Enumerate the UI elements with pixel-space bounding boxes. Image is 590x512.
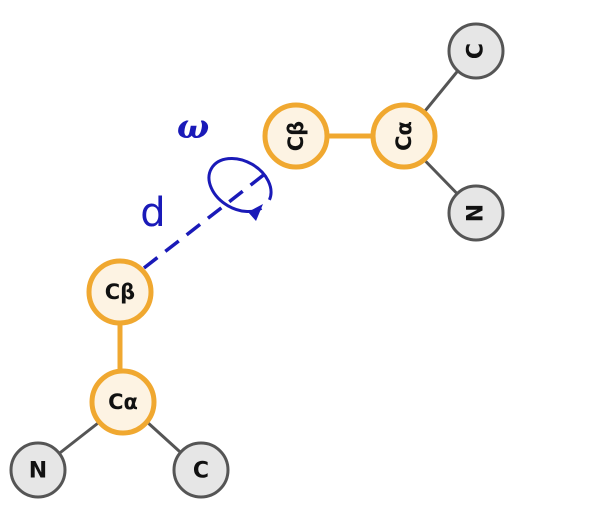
atom-n-residue2: N	[447, 184, 505, 242]
atom-c-residue1: C	[172, 441, 230, 499]
dihedral-omega-arrowhead-icon	[248, 204, 263, 221]
atom-c-residue2-label: C	[464, 43, 489, 59]
atom-n-residue2-label: N	[464, 204, 489, 222]
atom-c-residue2: C	[447, 22, 505, 80]
atom-cbeta-residue2-label: Cβ	[284, 121, 308, 151]
atom-c-residue1-label: C	[193, 459, 209, 484]
atom-calpha-residue1: Cα	[89, 368, 157, 436]
atom-cbeta-residue2: Cβ	[262, 102, 330, 170]
atom-cbeta-residue1-label: Cβ	[105, 280, 135, 304]
dihedral-omega-label: ω	[177, 107, 209, 147]
atom-cbeta-residue1: Cβ	[86, 258, 154, 326]
dihedral-omega-rotation-icon	[207, 156, 273, 214]
distance-d-label: d	[140, 190, 165, 236]
atom-calpha-residue2-label: Cα	[392, 121, 416, 151]
atom-n-residue1: N	[9, 441, 67, 499]
atom-calpha-residue1-label: Cα	[108, 390, 138, 414]
atom-n-residue1-label: N	[29, 459, 47, 484]
atom-calpha-residue2: Cα	[370, 102, 438, 170]
